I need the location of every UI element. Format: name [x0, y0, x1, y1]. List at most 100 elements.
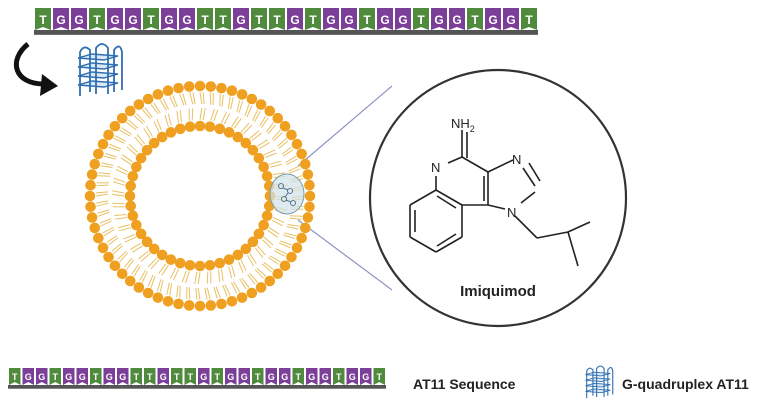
nucleotide-T: T [90, 368, 102, 385]
lipid-head-outer [173, 82, 184, 94]
lipid-head-inner [141, 144, 153, 156]
atom-nh2: NH2 [451, 116, 475, 134]
nucleotide-G: G [265, 368, 277, 385]
lipid-head-outer [286, 251, 297, 263]
lipid-head-inner [232, 131, 244, 143]
svg-text:G: G [182, 13, 191, 27]
nucleotide-T: T [211, 368, 223, 385]
nucleotide-T: T [171, 368, 183, 385]
lipid-head-inner [240, 137, 252, 149]
nucleotide-T: T [359, 8, 375, 30]
svg-text:G: G [200, 372, 207, 382]
sequence-backbone [8, 385, 386, 389]
svg-text:T: T [525, 13, 533, 27]
svg-text:G: G [434, 13, 443, 27]
svg-text:T: T [219, 13, 227, 27]
lipid-head-outer [133, 99, 145, 110]
svg-text:T: T [309, 13, 317, 27]
svg-text:G: G [268, 372, 275, 382]
lipid-head-inner [184, 121, 196, 133]
nucleotide-G: G [157, 368, 169, 385]
nucleotide-T: T [292, 368, 304, 385]
nucleotide-G: G [279, 368, 291, 385]
lipid-head-outer [216, 82, 227, 94]
nucleotide-G: G [125, 8, 141, 30]
nucleotide-T: T [251, 8, 267, 30]
lipid-head-inner [124, 190, 136, 202]
lipid-head-outer [302, 169, 314, 180]
nucleotide-G: G [449, 8, 465, 30]
nucleotide-G: G [323, 8, 339, 30]
lipid-head-outer [142, 93, 154, 105]
svg-text:T: T [147, 372, 153, 382]
nucleotide-G: G [306, 368, 318, 385]
lipid-head-outer [85, 179, 96, 191]
lipid-head-outer [279, 260, 291, 272]
lipid-head-outer [236, 89, 248, 100]
nucleotide-G: G [319, 368, 331, 385]
lipid-head-outer [109, 120, 121, 132]
nucleotide-G: G [431, 8, 447, 30]
lipid-head-outer [116, 268, 128, 280]
lipid-head-inner [258, 219, 269, 231]
nucleotide-G: G [341, 8, 357, 30]
lipid-head-inner [194, 120, 206, 132]
lipid-head-outer [304, 190, 316, 202]
svg-text:G: G [290, 13, 299, 27]
svg-text:G: G [56, 13, 65, 27]
lipid-head-outer [97, 242, 109, 254]
lipid-head-outer [286, 129, 297, 141]
nucleotide-T: T [184, 368, 196, 385]
lipid-head-outer [226, 295, 238, 307]
svg-text:G: G [452, 13, 461, 27]
imiquimod-structure [409, 130, 591, 267]
lipid-head-outer [236, 292, 248, 303]
svg-text:G: G [349, 372, 356, 382]
atom-n-pyridine: N [431, 160, 440, 175]
lipid-head-outer [194, 300, 206, 312]
lipid-head-outer [124, 105, 136, 117]
curved-arrow-icon [14, 42, 58, 96]
lipid-head-outer [205, 81, 217, 92]
lipid-head-inner [135, 152, 147, 164]
svg-text:T: T [134, 372, 140, 382]
svg-text:G: G [38, 372, 45, 382]
lipid-head-inner [232, 249, 244, 261]
lipid-head-outer [255, 99, 267, 110]
svg-text:T: T [255, 13, 263, 27]
lipid-head-inner [131, 219, 142, 231]
nucleotide-G: G [53, 8, 69, 30]
svg-text:T: T [363, 13, 371, 27]
lipid-head-inner [204, 259, 216, 271]
lipid-head-inner [125, 200, 137, 212]
lipid-head-outer [279, 120, 291, 132]
svg-text:G: G [74, 13, 83, 27]
svg-text:T: T [39, 13, 47, 27]
svg-text:T: T [255, 372, 261, 382]
lipid-head-inner [258, 161, 269, 173]
lipid-head-inner [131, 161, 142, 173]
drug-loaded-region [269, 173, 305, 215]
atom-n-imidazole-top: N [512, 152, 521, 167]
lipid-head-outer [84, 190, 96, 202]
lipid-head-inner [247, 144, 259, 156]
svg-text:G: G [281, 372, 288, 382]
nucleotide-G: G [63, 368, 75, 385]
nucleotide-T: T [144, 368, 156, 385]
nucleotide-G: G [36, 368, 48, 385]
nucleotide-T: T [197, 8, 213, 30]
lipid-head-outer [97, 138, 109, 150]
nucleotide-G: G [395, 8, 411, 30]
lipid-head-inner [253, 228, 265, 240]
lipid-head-inner [223, 254, 235, 265]
lipid-head-outer [109, 260, 121, 272]
svg-text:G: G [65, 372, 72, 382]
nucleotide-T: T [9, 368, 21, 385]
lipid-head-outer [304, 201, 315, 213]
lipid-head-outer [86, 169, 98, 180]
lipid-head-outer [304, 179, 315, 191]
legend-quadruplex-icon [585, 365, 614, 399]
